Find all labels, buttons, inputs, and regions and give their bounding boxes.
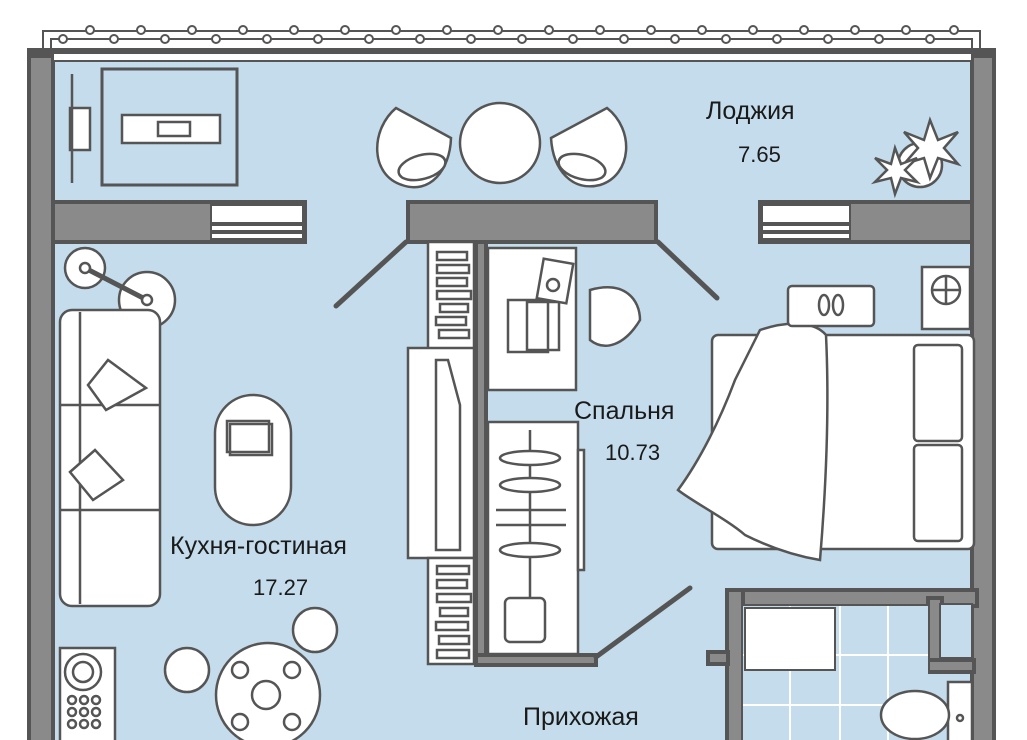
plant-icon: [870, 116, 962, 199]
round-table-icon: [458, 101, 542, 185]
office-chair-icon: [588, 286, 642, 347]
air-conditioner-icon: [920, 265, 972, 331]
bed-icon: [676, 322, 976, 562]
balcony-railing: [42, 25, 981, 48]
windows: [210, 204, 851, 240]
blanket-icon: [676, 322, 829, 562]
wardrobe-icon: [486, 420, 586, 656]
floor-lamp-icon: [63, 246, 177, 330]
room-label-hallway: Прихожая: [523, 703, 639, 731]
toilet-icon: [879, 680, 974, 740]
bedside-rug-icon: [786, 284, 876, 328]
room-area-loggia: 7.65: [738, 142, 781, 167]
dining-table-icon: [214, 641, 322, 740]
furniture: [58, 67, 976, 740]
room-label-loggia: Лоджия: [706, 97, 795, 125]
dining-chair-icon: [163, 606, 339, 694]
room-area-kitchen-living: 17.27: [253, 575, 309, 600]
tv-cabinet-icon: [406, 346, 476, 560]
exercise-machine-icon: [68, 67, 239, 187]
bookshelf-top-icon: [426, 240, 476, 352]
armchair-right-icon: [549, 106, 628, 188]
slippers-icon: [817, 293, 845, 317]
desk-icon: [486, 246, 642, 392]
pillow-icon: [912, 343, 964, 443]
sofa-icon: [58, 308, 162, 608]
coffee-table-icon: [213, 393, 293, 527]
armchair-left-icon: [375, 106, 453, 189]
bookshelf-bottom-icon: [426, 556, 476, 666]
railing-posts: [58, 25, 959, 44]
room-label-bedroom: Спальня: [574, 397, 675, 425]
pillow-icon: [912, 443, 964, 543]
stove-icon: [58, 646, 117, 740]
room-area-bedroom: 10.73: [605, 440, 661, 465]
room-label-kitchen-living: Кухня-гостиная: [170, 532, 347, 560]
washing-machine: [744, 607, 836, 671]
doors: [333, 239, 720, 660]
